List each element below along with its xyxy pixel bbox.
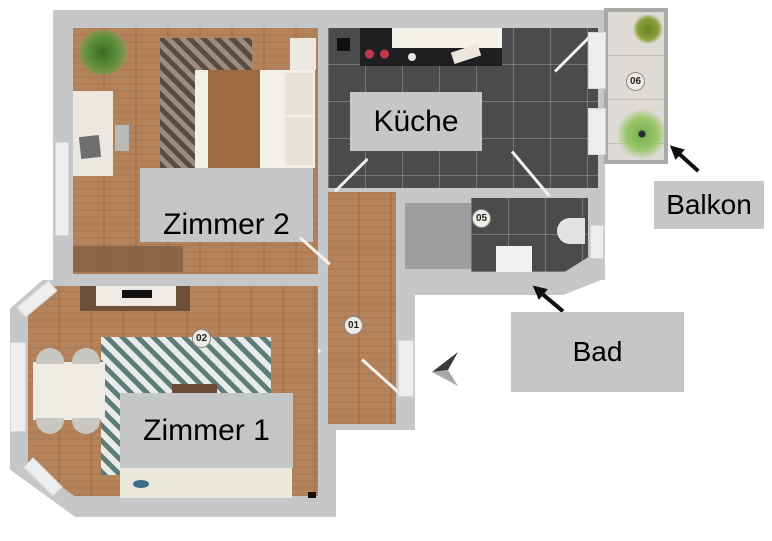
callout-text: Bad bbox=[572, 336, 623, 367]
cushion bbox=[133, 480, 149, 488]
flur-floor bbox=[328, 192, 396, 424]
shower-area bbox=[405, 203, 471, 269]
pillow bbox=[285, 73, 313, 115]
room-label-text: Zimmer 1 bbox=[143, 413, 270, 447]
tv-icon bbox=[122, 290, 152, 298]
plant-icon bbox=[633, 14, 663, 44]
room-number-badge: 06 bbox=[627, 73, 644, 90]
window bbox=[590, 225, 604, 259]
compass-arrow-icon bbox=[430, 350, 460, 388]
interior-wall bbox=[318, 275, 328, 340]
plant-icon bbox=[618, 108, 666, 160]
chair bbox=[36, 418, 64, 434]
window bbox=[588, 108, 606, 155]
sink-icon bbox=[408, 53, 416, 61]
room-number-badge: 01 bbox=[345, 317, 362, 334]
callout-bad: Bad bbox=[511, 312, 684, 392]
window bbox=[55, 142, 69, 236]
chair bbox=[36, 348, 64, 364]
chimney-block bbox=[337, 38, 350, 51]
room-number-badge: 05 bbox=[473, 210, 490, 227]
entrance-door bbox=[398, 340, 414, 397]
bed-blanket bbox=[208, 70, 260, 168]
dresser bbox=[73, 246, 183, 272]
sink-icon bbox=[496, 246, 532, 272]
stove-icon bbox=[362, 47, 392, 61]
dining-table bbox=[33, 362, 105, 420]
nightstand bbox=[290, 38, 316, 70]
room-label-text: Zimmer 2 bbox=[163, 208, 290, 241]
chair bbox=[72, 348, 100, 364]
laptop-icon bbox=[78, 135, 102, 159]
room-number-badge: 02 bbox=[193, 330, 210, 347]
callout-text: Balkon bbox=[666, 189, 752, 220]
plant-icon bbox=[78, 30, 128, 75]
room-label-text: Küche bbox=[373, 104, 459, 138]
callout-balkon: Balkon bbox=[654, 181, 764, 229]
toilet-icon bbox=[557, 218, 585, 244]
desk bbox=[73, 91, 113, 176]
pillow bbox=[285, 117, 313, 165]
room-label-zimmer1: Zimmer 1 bbox=[120, 393, 293, 468]
chair bbox=[115, 125, 129, 151]
room-label-kueche: Küche bbox=[350, 92, 482, 151]
room-label-zimmer2: Zimmer 2 bbox=[140, 168, 313, 242]
kitchen-backsplash bbox=[392, 28, 502, 48]
chimney-block bbox=[308, 492, 316, 498]
chair bbox=[72, 418, 100, 434]
window bbox=[588, 32, 606, 89]
window bbox=[10, 342, 26, 432]
